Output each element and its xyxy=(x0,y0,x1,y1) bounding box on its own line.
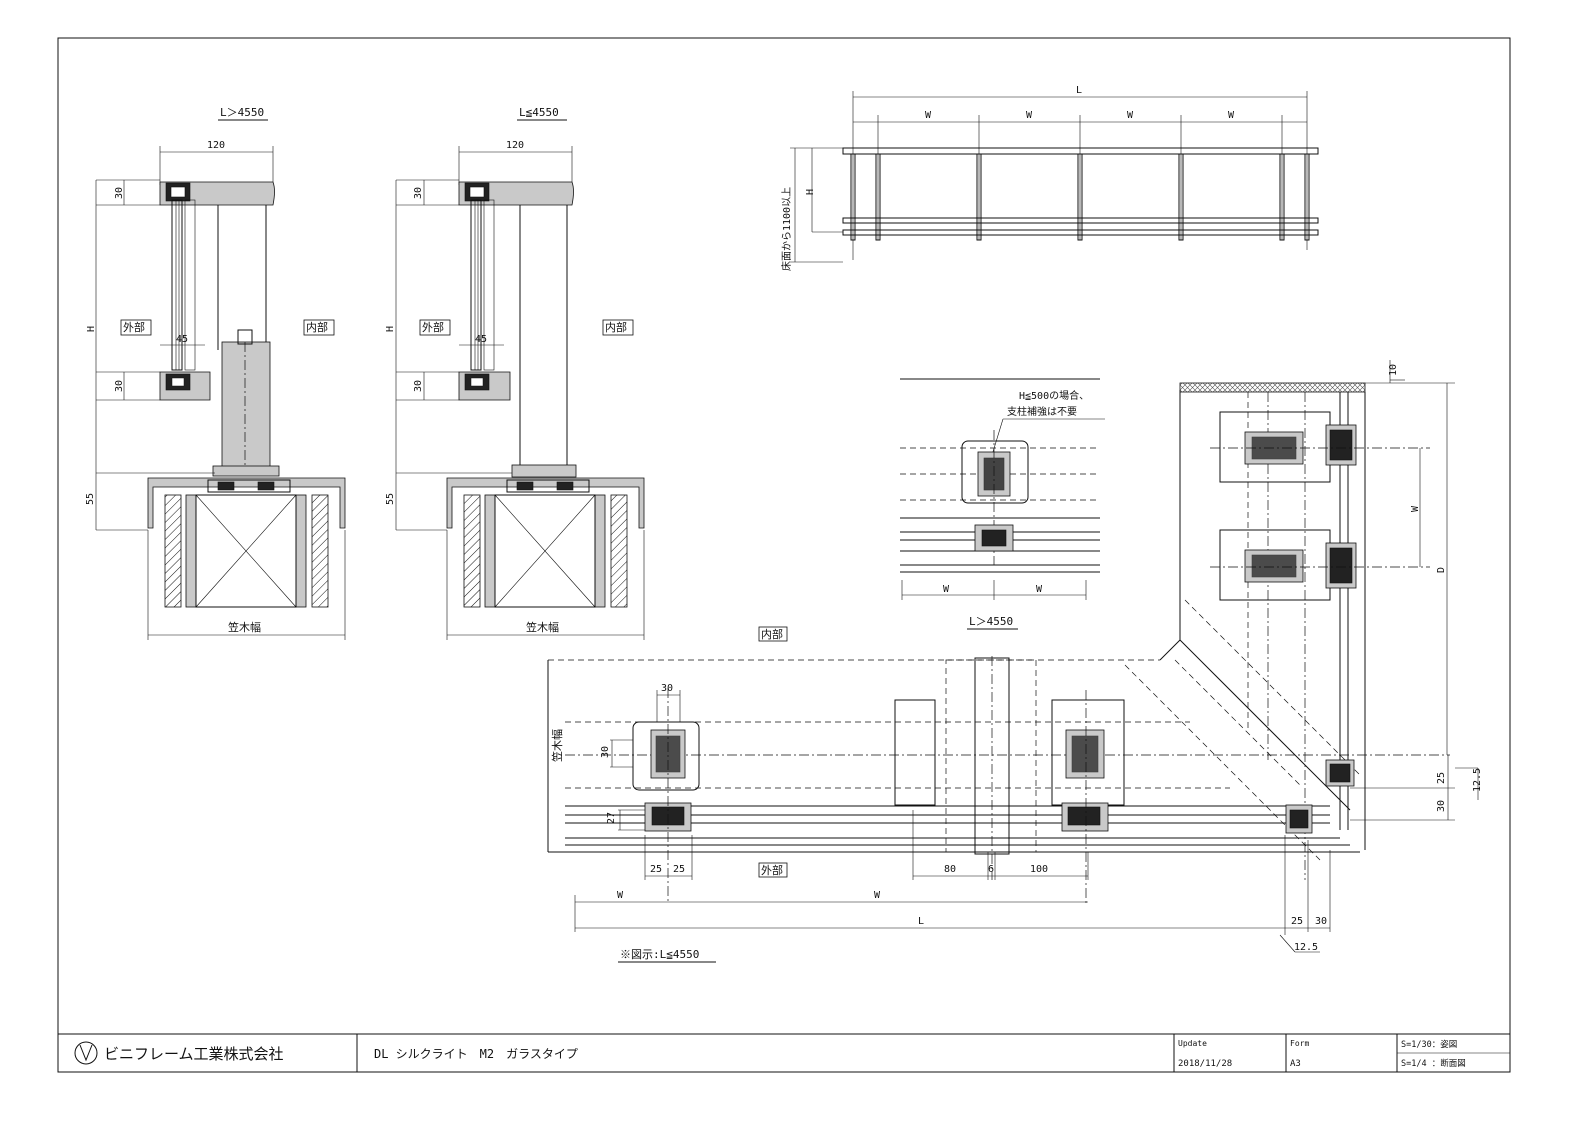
title-block: ビニフレーム工業株式会社 DL シルクライト M2 ガラスタイプ Update … xyxy=(58,1033,1510,1072)
elevation-dim-w4: W xyxy=(1228,110,1235,121)
inside-label-right: 内部 xyxy=(605,320,627,334)
plan-dim-12-5-right: 12.5 xyxy=(1472,768,1483,792)
dim-120-right: 120 xyxy=(506,140,524,151)
detail-note-2: 支柱補強は不要 xyxy=(1007,405,1077,418)
outside-label-left: 外部 xyxy=(123,320,145,334)
dim-30-mid-left: 30 xyxy=(114,380,125,392)
outside-label-right: 外部 xyxy=(422,320,444,334)
dim-30-top-left: 30 xyxy=(114,187,125,199)
plan-dim-10: 10 xyxy=(1388,364,1399,376)
detail-dim-w1: W xyxy=(943,584,950,595)
dim-45-left: 45 xyxy=(176,334,188,345)
plan-dim-30-bottom: 30 xyxy=(1315,916,1327,927)
dim-h-right: H xyxy=(385,326,396,332)
dim-30-top-right: 30 xyxy=(413,187,424,199)
update-value: 2018/11/28 xyxy=(1178,1059,1232,1069)
scale-2: S=1/4 ：断面図 xyxy=(1401,1058,1466,1069)
scale-1: S=1/30：姿図 xyxy=(1401,1039,1457,1050)
plan-dim-12-5-bottom: 12.5 xyxy=(1294,942,1318,953)
elevation-dim-h: H xyxy=(805,189,816,195)
elevation-dim-l: L xyxy=(1076,85,1082,96)
sheet-border xyxy=(57,37,1511,1073)
section-left-title: L＞4550 xyxy=(220,106,264,119)
plan-dim-d: D xyxy=(1436,567,1447,573)
plan-dim-6: 6 xyxy=(988,864,994,875)
plan-dim-27: 27 xyxy=(606,812,617,824)
form-value: A3 xyxy=(1290,1059,1301,1069)
section-left: L＞4550 120 xyxy=(85,106,346,640)
detail-view: H≦500の場合、 支柱補強は不要 W W L＞4550 xyxy=(900,378,1105,630)
plan-view: 内部 外部 30 30 27 25 xyxy=(547,360,1483,963)
plan-dim-25-bottom: 25 xyxy=(1291,916,1303,927)
kasagi-width-right: 笠木幅 xyxy=(526,620,559,634)
inside-label-left: 内部 xyxy=(306,320,328,334)
elevation-dim-w1: W xyxy=(925,110,932,121)
kasagi-width-left: 笠木幅 xyxy=(228,620,261,634)
plan-dim-25-right: 25 xyxy=(1436,772,1447,784)
company-name: ビニフレーム工業株式会社 xyxy=(104,1045,284,1063)
elevation-floor-note: 床面から1100以上 xyxy=(780,187,793,271)
plan-dim-30-side: 30 xyxy=(600,746,611,758)
plan-dim-w-mid: W xyxy=(874,890,881,901)
product-name: DL シルクライト M2 ガラスタイプ xyxy=(374,1047,578,1061)
dim-45-right: 45 xyxy=(475,334,487,345)
dim-120-left: 120 xyxy=(207,140,225,151)
plan-dim-25b: 25 xyxy=(673,864,685,875)
elevation-dim-w2: W xyxy=(1026,110,1033,121)
detail-dim-w2: W xyxy=(1036,584,1043,595)
dim-55-right: 55 xyxy=(385,493,396,505)
plan-dim-30-top: 30 xyxy=(661,683,673,694)
dim-30-mid-right: 30 xyxy=(413,380,424,392)
section-right: L≦4550 120 笠木幅 xyxy=(385,106,645,640)
plan-dim-25a: 25 xyxy=(650,864,662,875)
plan-dim-l: L xyxy=(918,916,924,927)
plan-dim-w-left: W xyxy=(617,890,624,901)
elevation-dim-w3: W xyxy=(1127,110,1134,121)
section-right-title: L≦4550 xyxy=(519,106,559,119)
dim-55-left: 55 xyxy=(85,493,96,505)
dim-h-left: H xyxy=(86,326,97,332)
detail-note-1: H≦500の場合、 xyxy=(1019,389,1089,402)
plan-dim-w-right: W xyxy=(1410,505,1421,512)
elevation: L W W W W 床面から1100以上 H xyxy=(780,85,1319,271)
plan-dim-80: 80 xyxy=(944,864,956,875)
plan-dim-30-right: 30 xyxy=(1436,800,1447,812)
company-logo-icon xyxy=(74,1041,98,1065)
plan-dim-100: 100 xyxy=(1030,864,1048,875)
detail-title: L＞4550 xyxy=(969,615,1013,628)
plan-inside-label: 内部 xyxy=(761,627,783,641)
plan-kasagi-label: 笠木幅 xyxy=(550,729,564,762)
plan-note: ※図示:L≦4550 xyxy=(620,948,699,961)
plan-outside-label: 外部 xyxy=(761,863,783,877)
update-label: Update xyxy=(1178,1039,1207,1048)
form-label: Form xyxy=(1290,1039,1309,1048)
